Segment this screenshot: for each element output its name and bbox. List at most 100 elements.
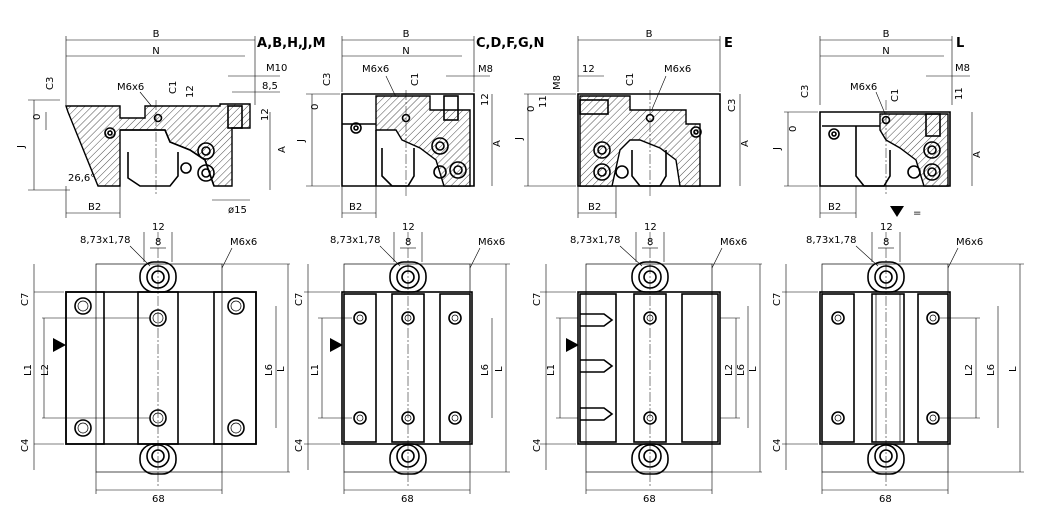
oring-size: 8,73x1,78 — [570, 235, 620, 246]
dim-N: N — [402, 46, 409, 57]
dim-C4: C4 — [294, 439, 305, 452]
thread-M6x6: M6x6 — [664, 64, 691, 75]
thread-M6x6-plan: M6x6 — [720, 237, 747, 248]
dim-C3: C3 — [727, 99, 738, 112]
dim-C1: C1 — [890, 89, 901, 102]
dim-A: A — [277, 146, 288, 153]
dim-L: L — [748, 366, 759, 372]
dim-0: 0 — [310, 104, 321, 110]
thread-M8: M8 — [955, 63, 970, 74]
view-e: B E M6x6 12 M8 11 C1 C3 0 J A — [514, 29, 762, 505]
dim-8: 8 — [155, 237, 161, 248]
dim-L6: L6 — [480, 364, 491, 376]
thread-M8: M8 — [478, 64, 493, 75]
dim-L2: L2 — [964, 364, 975, 376]
dim-B2: B2 — [88, 202, 101, 213]
equal-sign: = — [913, 208, 921, 219]
dim-12-top: 12 — [644, 222, 657, 233]
dim-dia15: ø15 — [228, 205, 247, 216]
dim-L: L — [1008, 366, 1019, 372]
dim-0: 0 — [526, 106, 537, 112]
thread-M6x6: M6x6 — [850, 82, 877, 93]
dim-C4: C4 — [772, 439, 783, 452]
dim-B: B — [153, 29, 160, 40]
dim-C7: C7 — [20, 293, 31, 306]
oring-size: 8,73x1,78 — [80, 235, 130, 246]
dim-A: A — [972, 151, 983, 158]
variant-label: E — [724, 36, 733, 51]
dim-C7: C7 — [772, 293, 783, 306]
dim-68: 68 — [879, 494, 892, 505]
dim-C4: C4 — [20, 439, 31, 452]
dim-B: B — [403, 29, 410, 40]
thread-M8: M8 — [552, 75, 563, 90]
dim-C3: C3 — [45, 77, 56, 90]
angle-label: 26,6° — [68, 173, 95, 184]
dim-C7: C7 — [532, 293, 543, 306]
dim-12-right: 12 — [260, 108, 271, 121]
variant-label: L — [956, 36, 964, 51]
view-abhjm: B N A,B,H,J,M M6x6 M10 8,5 12 12 C1 C3 0… — [16, 29, 326, 505]
dim-C1: C1 — [168, 81, 179, 94]
dim-L1: L1 — [23, 364, 34, 376]
dim-C3: C3 — [322, 73, 333, 86]
dim-B2: B2 — [349, 202, 362, 213]
thread-M6x6: M6x6 — [117, 82, 144, 93]
thread-M6x6-plan: M6x6 — [956, 237, 983, 248]
dim-J: J — [772, 147, 783, 151]
dim-8-5: 8,5 — [262, 81, 278, 92]
plan-view-e: 12 8 8,73x1,78 M6x6 C7 C4 L1 L2 L6 L — [532, 222, 762, 505]
thread-M6x6-plan: M6x6 — [478, 237, 505, 248]
dim-B2: B2 — [588, 202, 601, 213]
dim-L6: L6 — [986, 364, 997, 376]
dim-J: J — [514, 137, 525, 141]
section-view-l: B N L M6x6 M8 11 C1 C3 0 J A — [772, 29, 983, 219]
dim-C1: C1 — [410, 73, 421, 86]
dim-12: 12 — [582, 64, 595, 75]
oring-size: 8,73x1,78 — [806, 235, 856, 246]
dim-C1: C1 — [625, 73, 636, 86]
dim-11: 11 — [954, 87, 965, 100]
dim-L: L — [276, 366, 287, 372]
dim-68: 68 — [152, 494, 165, 505]
section-view-e: B E M6x6 12 M8 11 C1 C3 0 J A — [514, 29, 751, 218]
dim-J: J — [16, 145, 27, 149]
dim-L6: L6 — [736, 364, 747, 376]
dim-L6: L6 — [264, 364, 275, 376]
view-cdfgn: B N C,D,F,G,N M6x6 M8 12 C1 C3 0 J A — [294, 29, 544, 505]
dim-12-right: 12 — [480, 93, 491, 106]
dim-C3: C3 — [800, 85, 811, 98]
dim-8: 8 — [405, 237, 411, 248]
dim-N: N — [152, 46, 159, 57]
section-view-cdfgn: B N C,D,F,G,N M6x6 M8 12 C1 C3 0 J A — [296, 29, 544, 218]
dim-L1: L1 — [546, 364, 557, 376]
variant-label: C,D,F,G,N — [476, 36, 544, 51]
dim-8: 8 — [883, 237, 889, 248]
dim-B2: B2 — [828, 202, 841, 213]
dim-68: 68 — [643, 494, 656, 505]
dim-0: 0 — [32, 114, 43, 120]
view-l: B N L M6x6 M8 11 C1 C3 0 J A — [772, 29, 1024, 505]
plan-view-abhjm: 12 8 8,73x1,78 M6x6 C7 C4 L1 L2 L6 L — [20, 222, 290, 505]
dim-12-top: 12 — [152, 222, 165, 233]
dim-L2: L2 — [40, 364, 51, 376]
dim-12: 12 — [185, 85, 196, 98]
dim-12-top: 12 — [880, 222, 893, 233]
dim-68: 68 — [401, 494, 414, 505]
dim-11: 11 — [538, 95, 549, 108]
dim-N: N — [882, 46, 889, 57]
dim-B: B — [883, 29, 890, 40]
section-view-abhjm: B N A,B,H,J,M M6x6 M10 8,5 12 12 C1 C3 0… — [16, 29, 326, 218]
dim-0: 0 — [788, 126, 799, 132]
oring-size: 8,73x1,78 — [330, 235, 380, 246]
dim-C4: C4 — [532, 439, 543, 452]
variant-label: A,B,H,J,M — [257, 36, 326, 51]
plan-view-cdfgn: 12 8 8,73x1,78 M6x6 C7 C4 L1 L6 L 68 — [294, 222, 510, 505]
dim-L1: L1 — [310, 364, 321, 376]
thread-M10: M10 — [266, 63, 287, 74]
dim-8: 8 — [647, 237, 653, 248]
dim-B: B — [646, 29, 653, 40]
thread-M6x6-plan: M6x6 — [230, 237, 257, 248]
